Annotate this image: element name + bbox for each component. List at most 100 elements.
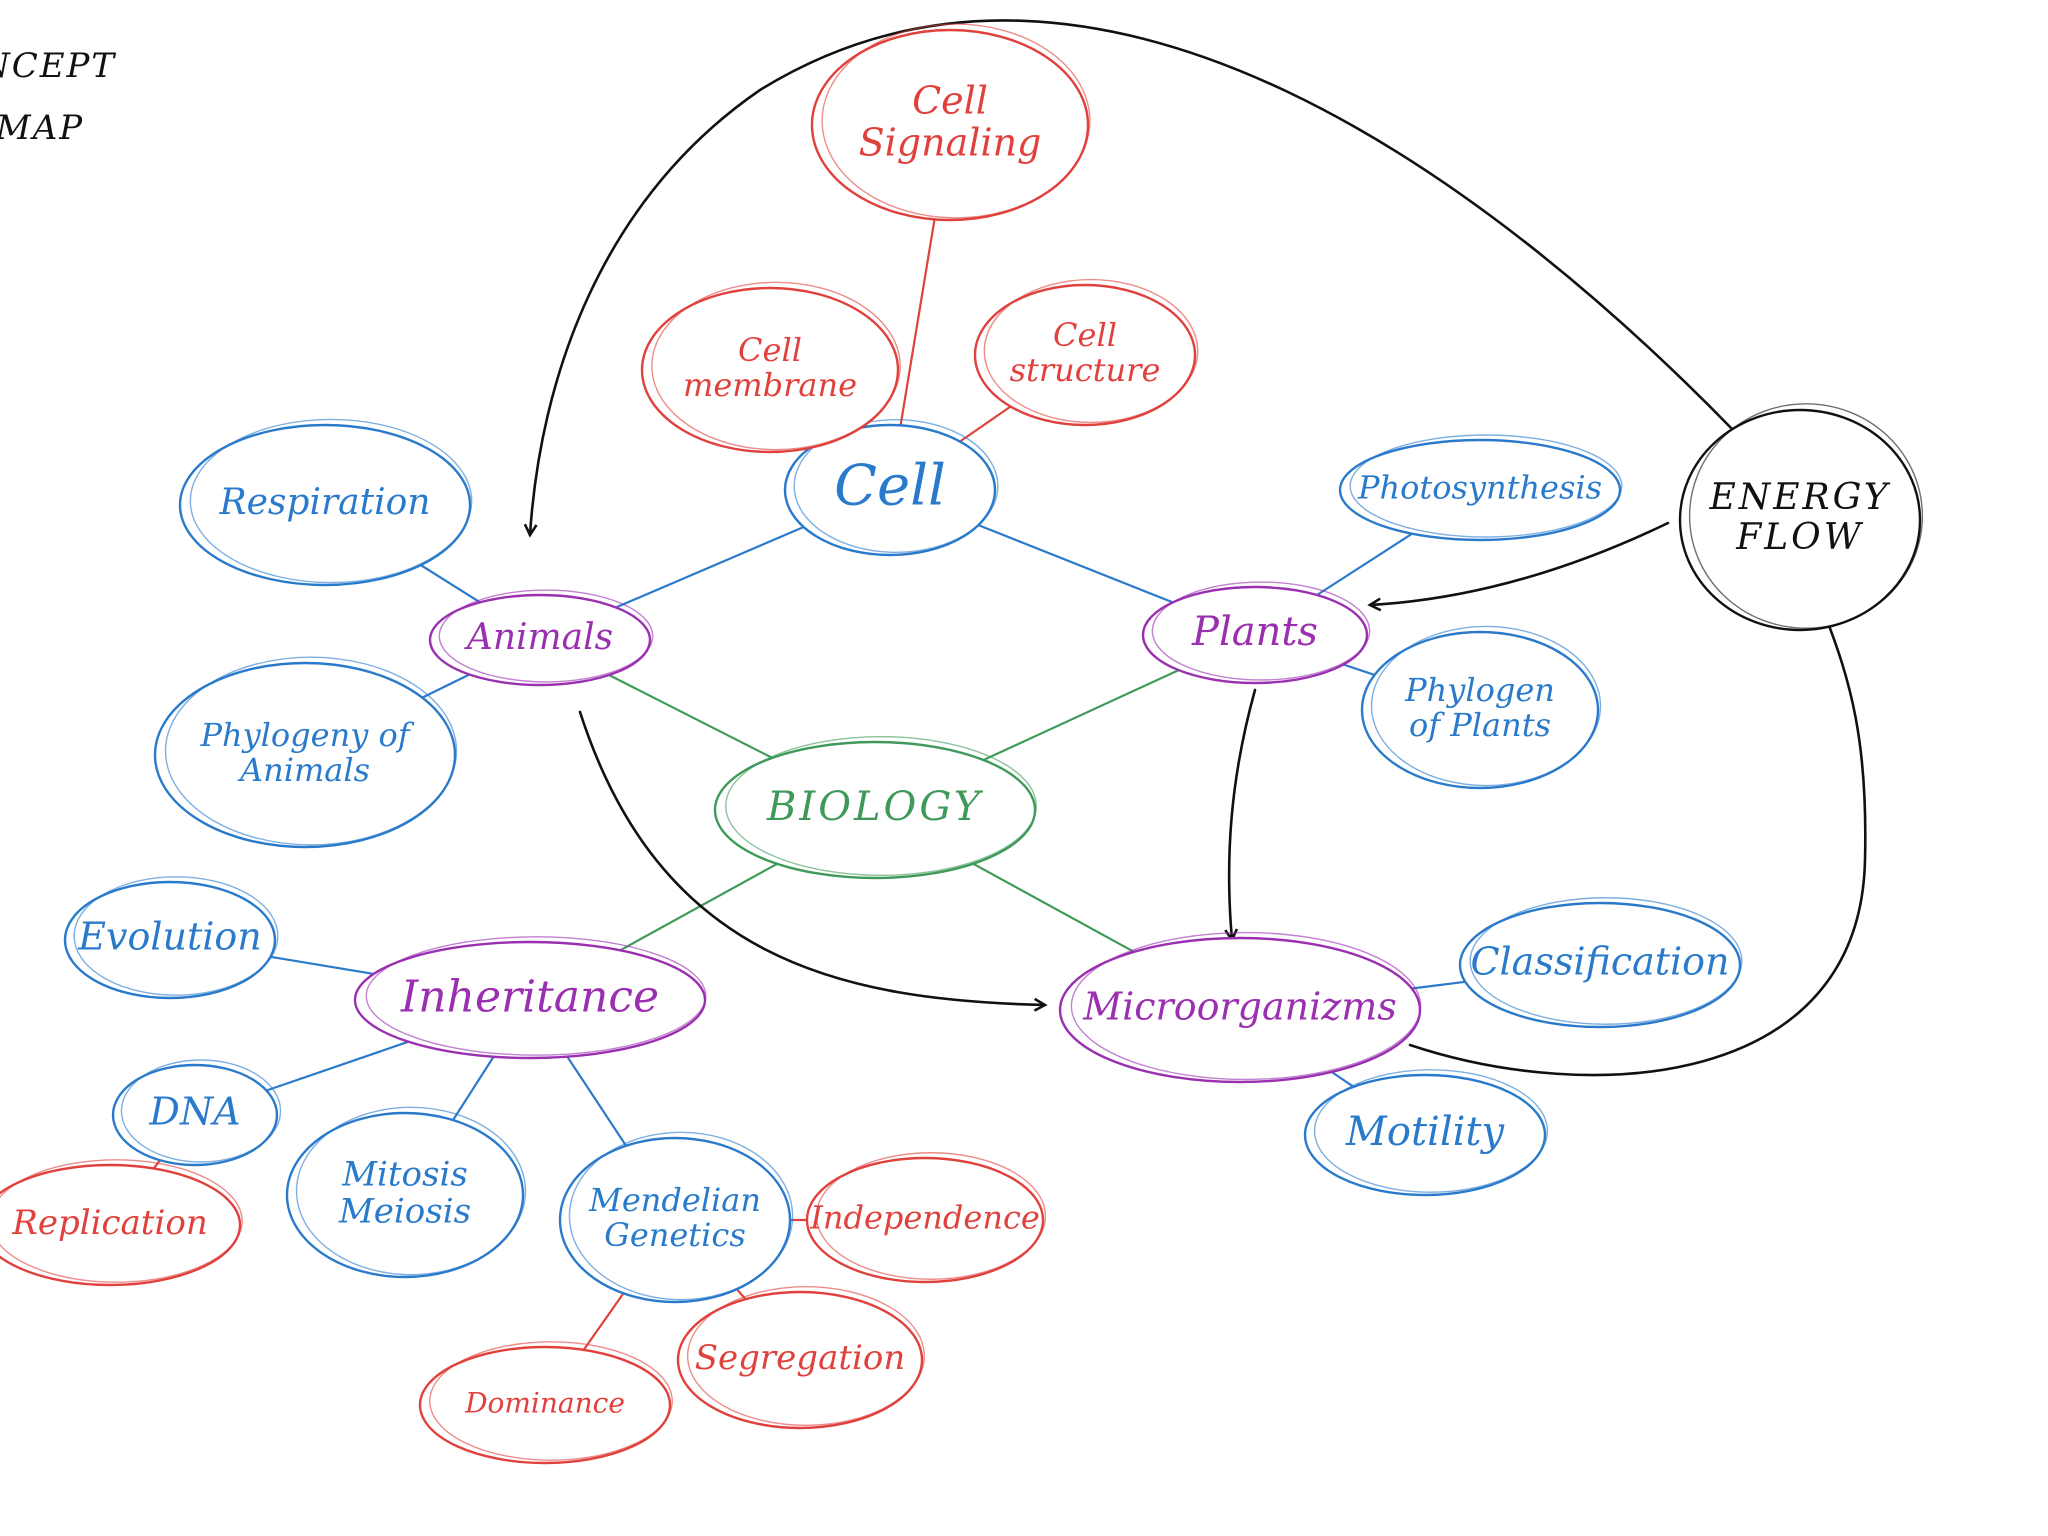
link-inheritance-dna <box>265 1040 410 1092</box>
node-label: Mendelian <box>588 1181 761 1219</box>
node-ellipse <box>810 28 1090 222</box>
node-label: Photosynthesis <box>1357 469 1602 507</box>
link-mendelian-dominance <box>582 1292 625 1352</box>
node-sketch-stroke <box>120 1059 282 1163</box>
node-sketch-stroke <box>821 23 1091 219</box>
link-biology-inheritance <box>619 862 779 952</box>
link-cell-cell-structure <box>958 405 1012 443</box>
node-cell: Cell <box>783 419 999 557</box>
node-label: Cell <box>738 331 802 369</box>
node-independence: Independence <box>805 1152 1047 1284</box>
node-label: Meiosis <box>338 1192 471 1232</box>
node-biology: BIOLOGY <box>713 735 1037 880</box>
link-biology-microorganisms <box>971 862 1136 953</box>
node-label: Dominance <box>464 1387 625 1420</box>
node-label: Replication <box>11 1203 207 1243</box>
node-label: Cell <box>1053 316 1117 354</box>
arrow-animals-to-microorganisms <box>578 710 1045 1005</box>
node-inheritance: Inheritance <box>353 936 707 1060</box>
node-phylogeny-plants: Phylogen of Plants <box>1360 625 1602 790</box>
link-plants-cell <box>977 523 1175 604</box>
link-animals-phylogeny-animals <box>421 673 471 699</box>
node-sketch-stroke <box>793 419 999 554</box>
node-sketch-stroke <box>815 1152 1047 1280</box>
node-label: Microorganizms <box>1082 985 1397 1029</box>
node-label: Segregation <box>695 1338 906 1378</box>
node-sketch-stroke <box>983 278 1199 424</box>
node-label: Animals <box>464 617 613 658</box>
link-inheritance-mitosis-meiosis <box>451 1055 495 1122</box>
link-cell-cell-signaling <box>899 218 936 427</box>
node-label: Signaling <box>859 120 1042 164</box>
node-ellipse <box>418 1345 672 1465</box>
node-ellipse <box>1141 585 1369 685</box>
node-sketch-stroke <box>1469 897 1743 1025</box>
node-label: Evolution <box>77 915 262 959</box>
node-label: DNA <box>148 1090 240 1134</box>
node-ellipse <box>111 1063 279 1167</box>
node-label: Inheritance <box>400 972 659 1023</box>
node-label: ENERGY <box>1708 477 1890 518</box>
node-sketch-stroke <box>295 1106 527 1276</box>
node-sketch-stroke <box>651 281 901 451</box>
node-label: Genetics <box>604 1216 745 1254</box>
node-sketch-stroke <box>73 876 279 996</box>
node-dominance: Dominance <box>418 1341 673 1465</box>
node-label: membrane <box>683 366 857 404</box>
link-microorganisms-motility <box>1330 1070 1355 1088</box>
node-label: structure <box>1010 351 1161 389</box>
node-label: Animals <box>237 751 370 789</box>
title-line-2: MAP <box>0 108 84 148</box>
node-ellipse <box>558 1136 792 1304</box>
link-biology-animals <box>607 673 774 760</box>
node-label: FLOW <box>1735 517 1863 558</box>
link-dna-replication <box>152 1159 162 1170</box>
node-plants: Plants <box>1141 581 1371 685</box>
node-sketch-stroke <box>438 589 654 683</box>
node-sketch-stroke <box>1313 1069 1549 1193</box>
node-segregation: Segregation <box>676 1285 926 1430</box>
node-classification: Classification <box>1458 897 1743 1029</box>
node-sketch-stroke <box>568 1131 794 1301</box>
node-ellipse <box>153 661 457 849</box>
node-photosynthesis: Photosynthesis <box>1338 434 1623 542</box>
node-ellipse <box>178 423 472 587</box>
node-label: Classification <box>1470 940 1729 984</box>
node-label: Phylogen <box>1404 671 1555 709</box>
node-ellipse <box>783 423 997 557</box>
node-dna: DNA <box>111 1059 282 1167</box>
node-label: BIOLOGY <box>766 784 984 830</box>
node-ellipse <box>805 1156 1045 1284</box>
link-inheritance-evolution <box>269 955 375 976</box>
node-sketch-stroke <box>0 1159 243 1283</box>
link-plants-photosynthesis <box>1315 532 1414 597</box>
node-label: Respiration <box>219 482 431 523</box>
node-sketch-stroke <box>1370 625 1602 787</box>
node-ellipse <box>713 740 1037 880</box>
node-sketch-stroke <box>725 735 1037 877</box>
links-layer <box>152 218 1467 1352</box>
node-ellipse <box>1303 1073 1547 1197</box>
arrow-energy-flow-to-plants <box>1370 521 1670 605</box>
link-microorganisms-classification <box>1410 980 1467 990</box>
node-label: Motility <box>1345 1109 1506 1155</box>
link-mendelian-segregation <box>735 1288 747 1301</box>
node-sketch-stroke <box>164 656 458 846</box>
node-ellipse <box>973 283 1197 427</box>
node-label: Cell <box>834 454 946 519</box>
node-label: Independence <box>809 1199 1040 1237</box>
link-inheritance-mendelian <box>566 1055 628 1147</box>
node-replication: Replication <box>0 1159 243 1287</box>
node-respiration: Respiration <box>178 418 473 587</box>
node-sketch-stroke <box>429 1341 673 1461</box>
node-label: of Plants <box>1409 706 1551 744</box>
link-plants-phylogeny-plants <box>1342 663 1376 677</box>
